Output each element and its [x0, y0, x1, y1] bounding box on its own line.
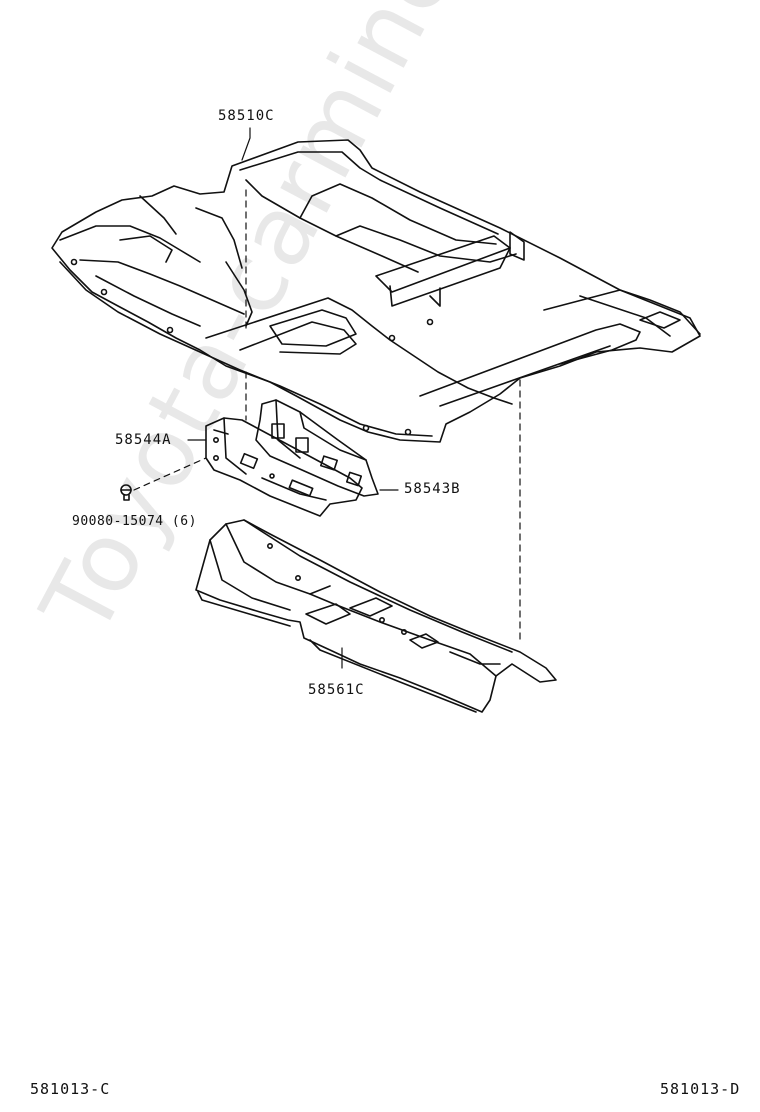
footer-code-right: 581013-D — [660, 1080, 741, 1098]
label-58510c: 58510C — [218, 108, 275, 124]
screw-part[interactable] — [120, 484, 132, 501]
footer-code-left: 581013-C — [30, 1080, 111, 1098]
bracket-58544a-part[interactable] — [205, 417, 363, 517]
label-58544a: 58544A — [115, 432, 172, 448]
leader-lines — [187, 127, 399, 669]
floor-carpet-part[interactable] — [51, 139, 701, 443]
console-cover-part[interactable] — [195, 519, 557, 713]
label-58543b: 58543B — [404, 481, 461, 497]
alignment-dashes — [133, 189, 521, 641]
label-90080-15074: 90080-15074 (6) — [72, 514, 197, 529]
label-58561c: 58561C — [308, 682, 365, 698]
bracket-58543b-part[interactable] — [255, 399, 379, 497]
